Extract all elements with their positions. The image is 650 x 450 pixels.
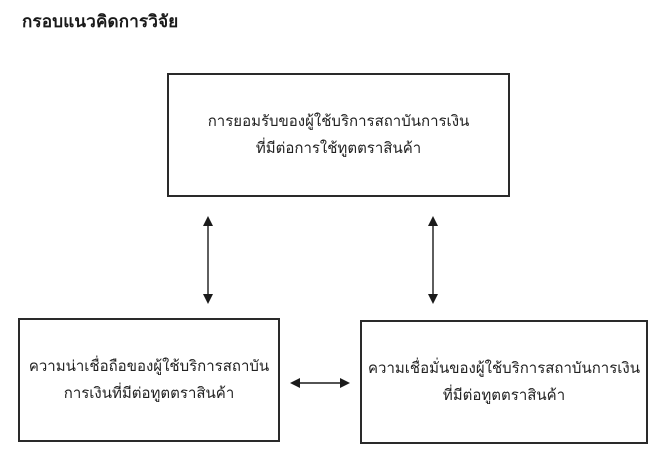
credibility-box-line-1: ความน่าเชื่อถือของผู้ใช้บริการสถาบัน <box>28 357 270 375</box>
confidence-box-line-2: ที่มีต่อทูตตราสินค้า <box>442 386 566 404</box>
credibility-box: ความน่าเชื่อถือของผู้ใช้บริการสถาบัน การ… <box>18 318 280 442</box>
credibility-box-line-2: การเงินที่มีต่อทูตตราสินค้า <box>63 384 235 402</box>
confidence-box: ความเชื่อมั่นของผู้ใช้บริการสถาบันการเงิ… <box>360 320 648 444</box>
diagram-title: กรอบแนวคิดการวิจัย <box>22 12 179 32</box>
acceptance-box-line-2: ที่มีต่อการใช้ทูตตราสินค้า <box>255 139 422 157</box>
acceptance-box-line-1: การยอมรับของผู้ใช้บริการสถาบันการเงิน <box>207 112 470 130</box>
acceptance-box: การยอมรับของผู้ใช้บริการสถาบันการเงิน ที… <box>167 73 510 197</box>
confidence-box-line-1: ความเชื่อมั่นของผู้ใช้บริการสถาบันการเงิ… <box>368 359 640 377</box>
